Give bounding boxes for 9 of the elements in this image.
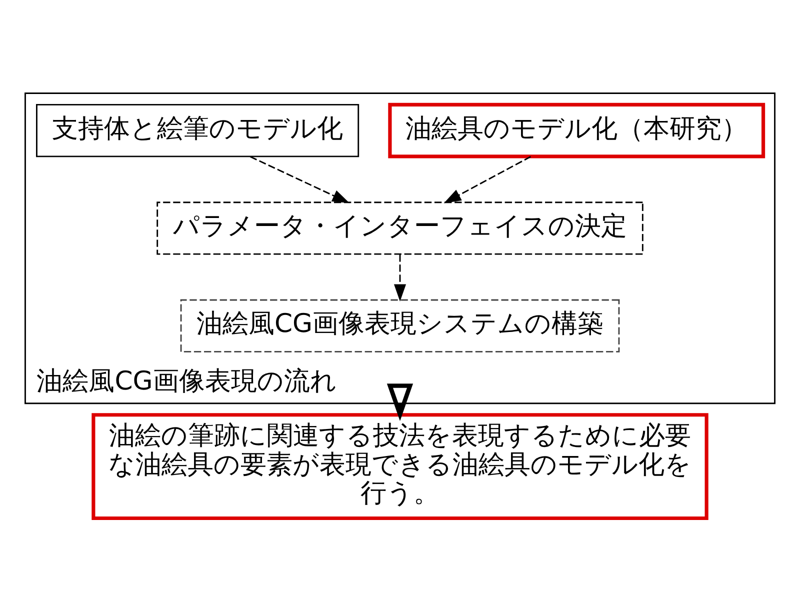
node-box: 油絵の筆跡に関連する技法を表現するために必要な油絵具の要素が表現できる油絵具のモデル化を行う。 <box>92 413 708 520</box>
arrow <box>394 254 406 302</box>
node-box: 油絵具のモデル化（本研究） <box>388 102 766 158</box>
node-box: パラメータ・インターフェイスの決定 <box>156 202 644 255</box>
arrow <box>386 384 414 421</box>
arrow <box>250 156 350 204</box>
arrow <box>444 156 531 204</box>
node-box: 油絵風CG画像表現システムの構築 <box>180 299 620 352</box>
node-box: 支持体と絵筆のモデル化 <box>36 104 360 158</box>
